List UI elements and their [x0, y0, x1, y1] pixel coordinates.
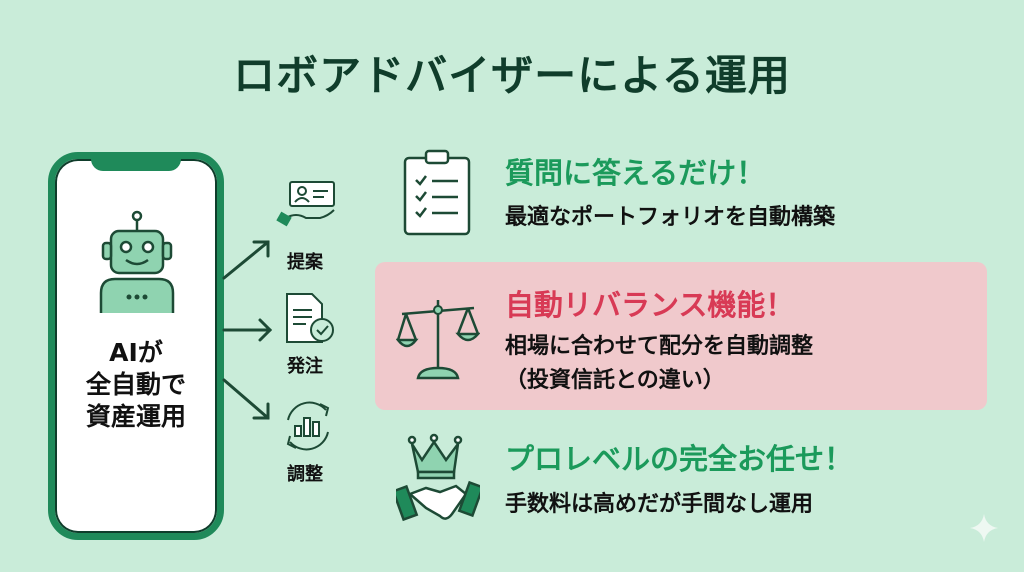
phone-notch: [91, 157, 181, 171]
balance-scale-icon: [396, 300, 480, 380]
phone-caption-line: 資産運用: [85, 402, 186, 431]
phone-caption-line: AIが: [109, 338, 163, 367]
step-label-adjust: 調整: [287, 464, 323, 485]
robot-icon: [99, 210, 175, 313]
feature-heading-pro-level: プロレベルの完全お任せ！: [505, 442, 854, 476]
flow-arrows: [222, 240, 273, 420]
feature-sub-rebalance: 相場に合わせて配分を自動調整: [505, 334, 814, 359]
rebalance-chart-icon: [286, 401, 330, 451]
clipboard-checklist-icon: [403, 149, 471, 236]
feature-heading-questionnaire: 質問に答えるだけ！: [505, 156, 766, 190]
document-check-icon: [286, 293, 334, 343]
phone-caption: AIが 全自動で 資産運用: [55, 337, 217, 433]
step-label-order: 発注: [287, 356, 323, 377]
smartphone-illustration: AIが 全自動で 資産運用: [48, 152, 224, 540]
crown-handshake-icon: [396, 433, 480, 522]
sparkle-icon: [970, 514, 998, 542]
feature-sub-questionnaire: 最適なポートフォリオを自動構築: [505, 205, 836, 230]
phone-caption-line: 全自動で: [85, 370, 186, 399]
feature-sub-rebalance-note: （投資信託との違い）: [505, 368, 725, 393]
feature-sub-pro-level: 手数料は高めだが手間なし運用: [505, 492, 814, 517]
step-label-proposal: 提案: [287, 252, 323, 273]
page-title: ロボアドバイザーによる運用: [233, 51, 791, 100]
hand-card-icon: [276, 181, 335, 227]
feature-heading-rebalance: 自動リバランス機能！: [505, 288, 795, 322]
